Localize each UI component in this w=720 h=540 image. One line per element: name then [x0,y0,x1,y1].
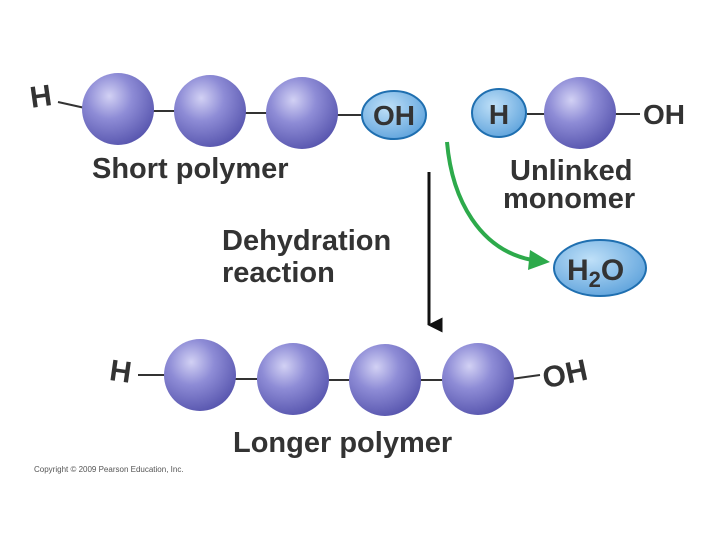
bond-line [510,374,541,380]
water-o: O [601,254,624,287]
water-oval [553,239,647,297]
reaction-label-line2: reaction [222,257,335,289]
longer-polymer-label: Longer polymer [233,427,452,459]
hydroxyl-oval [361,90,427,140]
monomer-ball [164,339,236,411]
water-formula: H2O [567,254,624,292]
monomer-ball [349,344,421,416]
water-subscript: 2 [589,267,601,292]
unlinked-label-line1: Unlinked [510,155,632,187]
unlinked-monomer: H OH Unlinked monomer [471,77,685,215]
monomer-ball [257,343,329,415]
monomer-right-end-oh: OH [643,99,685,130]
monomer-ball [266,77,338,149]
left-end-h: H [28,79,54,115]
monomer-ball [442,343,514,415]
hydrogen-oval [471,88,527,138]
water-h: H [567,254,589,287]
longer-left-end-h: H [107,354,133,390]
longer-right-end-oh: OH [540,354,591,396]
green-arrow-head [528,250,550,270]
reaction-label-line1: Dehydration [222,225,391,257]
dehydration-reaction: Dehydration reaction [222,172,443,333]
green-arrow-shaft [445,141,533,262]
hydroxyl-label: OH [373,100,415,131]
short-polymer: H OH Short polymer [28,73,427,185]
monomer-ball [174,75,246,147]
unlinked-label-line2: monomer [503,183,635,215]
hydrogen-label: H [489,99,509,130]
longer-polymer: H OH Longer polymer [107,339,590,459]
copyright-text: Copyright © 2009 Pearson Education, Inc. [34,465,184,474]
bond-line [57,101,86,109]
water-molecule: H2O [553,239,647,297]
water-release-arrow [445,141,550,270]
monomer-ball [544,77,616,149]
monomer-ball [82,73,154,145]
short-polymer-label: Short polymer [92,153,289,185]
